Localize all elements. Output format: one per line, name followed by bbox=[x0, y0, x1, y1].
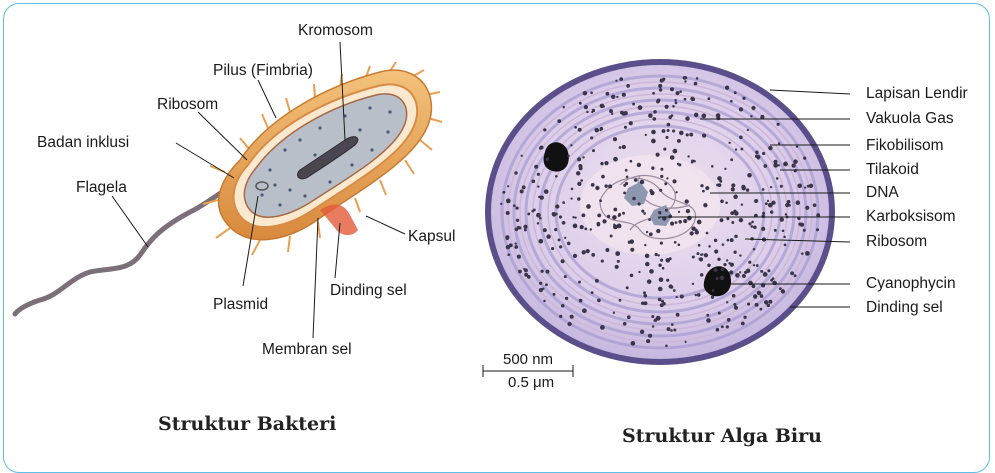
label-cyanophycin: Cyanophycin bbox=[866, 276, 956, 292]
label-kromosom: Kromosom bbox=[298, 23, 373, 39]
label-badan-inklusi: Badan inklusi bbox=[37, 135, 129, 151]
label-dinding-sel-alga: Dinding sel bbox=[866, 300, 943, 316]
label-membran-sel: Membran sel bbox=[262, 342, 352, 358]
label-karboksisom: Karboksisom bbox=[866, 209, 956, 225]
label-ribosom-alga: Ribosom bbox=[866, 234, 927, 250]
label-pilus: Pilus (Fimbria) bbox=[213, 63, 313, 79]
label-fikobilisom: Fikobilisom bbox=[866, 138, 944, 154]
cyanophycin-granule bbox=[544, 142, 569, 171]
label-plasmid: Plasmid bbox=[213, 297, 268, 313]
label-dinding-sel-bakteri: Dinding sel bbox=[330, 283, 407, 299]
caption-bacteria: Struktur Bakteri bbox=[158, 413, 336, 435]
label-kapsul: Kapsul bbox=[408, 229, 455, 245]
alga-illustration bbox=[485, 59, 835, 365]
scale-label-um: 0.5 μm bbox=[508, 375, 554, 390]
label-flagela: Flagela bbox=[76, 180, 127, 196]
label-tilakoid: Tilakoid bbox=[866, 162, 919, 178]
label-dna: DNA bbox=[866, 185, 899, 201]
scale-label-nm: 500 nm bbox=[503, 352, 553, 367]
label-vakuola-gas: Vakuola Gas bbox=[866, 111, 954, 127]
label-lapisan-lendir: Lapisan Lendir bbox=[866, 86, 968, 102]
caption-alga: Struktur Alga Biru bbox=[622, 425, 822, 447]
label-ribosom-bakteri: Ribosom bbox=[157, 97, 218, 113]
illustration-canvas bbox=[0, 0, 995, 458]
